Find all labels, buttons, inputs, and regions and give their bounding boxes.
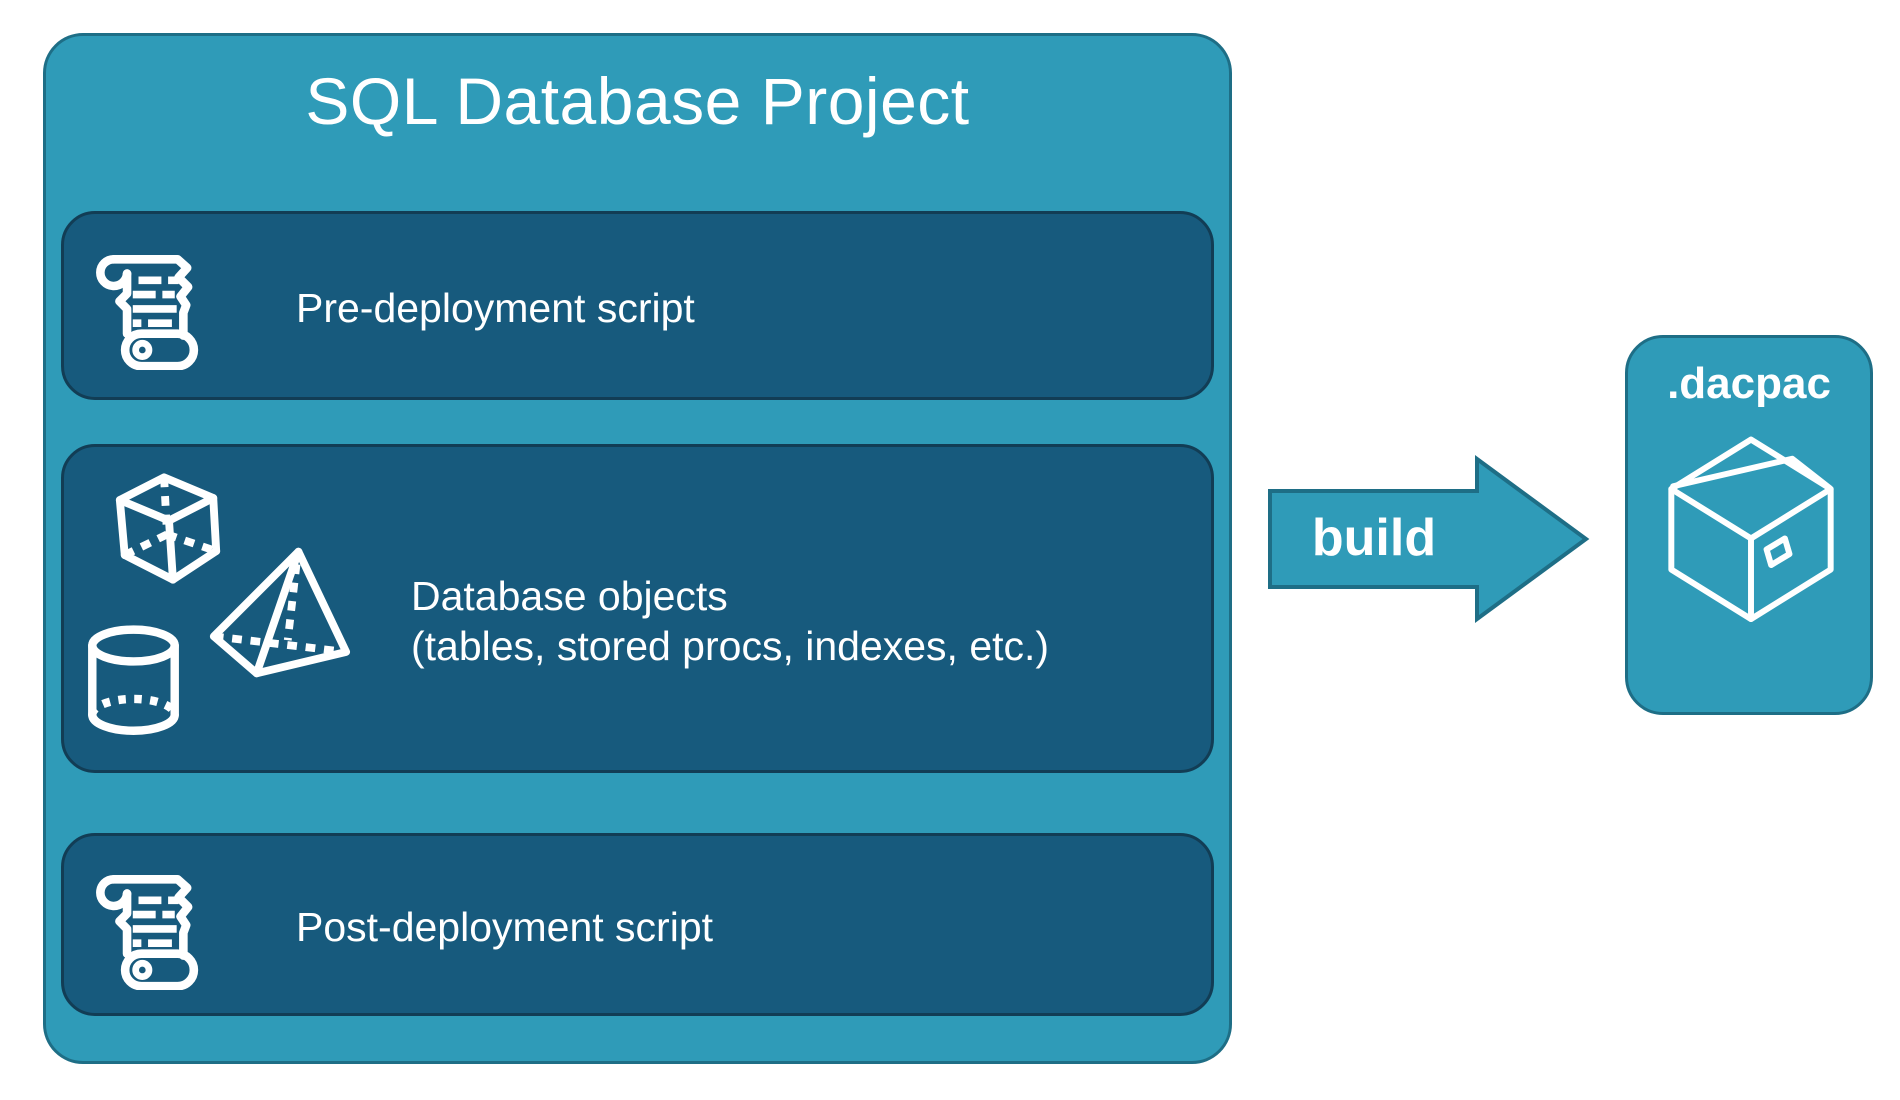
database-objects-label: Database objects (tables, stored procs, … [411, 571, 1049, 671]
database-objects-line1: Database objects [411, 573, 728, 619]
package-icon [1668, 436, 1834, 623]
block-arrow-right-icon [1268, 455, 1590, 623]
pre-deployment-label: Pre-deployment script [296, 285, 695, 331]
cylinder-icon [88, 625, 179, 735]
pyramid-icon [209, 547, 351, 678]
build-label: build [1311, 509, 1437, 567]
scroll-icon [96, 254, 199, 370]
cube-icon [115, 473, 221, 584]
page-title: SQL Database Project [305, 64, 970, 138]
database-objects-line2: (tables, stored procs, indexes, etc.) [411, 623, 1050, 669]
pre-deployment-panel: Pre-deployment script [61, 211, 1214, 400]
post-deployment-panel: Post-deployment script [61, 833, 1214, 1016]
database-objects-panel: Database objects (tables, stored procs, … [61, 444, 1214, 773]
sql-database-project-container: SQL Database Project Pre-deployment scri… [43, 33, 1232, 1064]
post-deployment-label: Post-deployment script [296, 904, 714, 950]
dacpac-label: .dacpac [1667, 359, 1831, 408]
dacpac-box: .dacpac [1625, 335, 1873, 715]
scroll-icon [96, 874, 199, 990]
